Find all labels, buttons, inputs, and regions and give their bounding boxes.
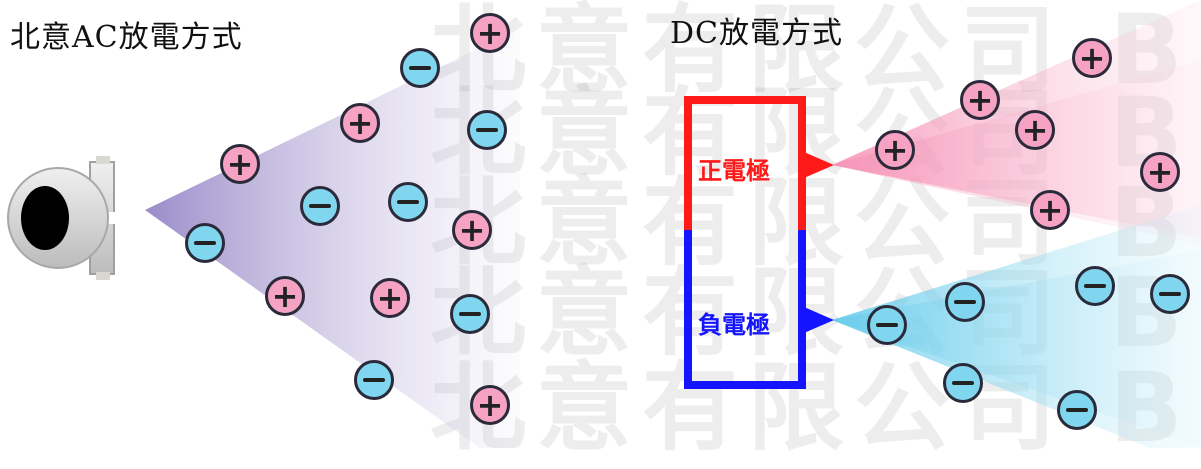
negative-ion-icon	[1150, 274, 1190, 314]
negative-ion-icon	[1057, 390, 1097, 430]
negative-ion-icon	[450, 294, 490, 334]
positive-ion-icon: +	[1140, 152, 1180, 192]
positive-ion-beam-lower	[832, 60, 1201, 245]
negative-ion-icon	[354, 360, 394, 400]
positive-ion-icon: +	[960, 80, 1000, 120]
positive-ion-icon: +	[1015, 110, 1055, 150]
minus-sign	[876, 323, 898, 327]
positive-ion-icon: +	[1030, 190, 1070, 230]
minus-sign	[194, 241, 216, 245]
positive-ion-icon: +	[220, 144, 260, 184]
minus-sign	[1159, 292, 1181, 296]
negative-emitter-arrow	[804, 307, 834, 333]
positive-ion-icon: +	[452, 210, 492, 250]
dc-method-title: DC放電方式	[670, 16, 844, 51]
minus-sign	[476, 128, 498, 132]
negative-ion-icon	[300, 186, 340, 226]
minus-sign	[459, 312, 481, 316]
positive-ion-icon: +	[265, 276, 305, 316]
ac-ion-beam	[145, 28, 520, 448]
negative-ion-icon	[943, 363, 983, 403]
negative-ion-icon	[388, 182, 428, 222]
positive-ion-icon: +	[1072, 38, 1112, 78]
minus-sign	[954, 300, 976, 304]
negative-electrode-label: 負電極	[698, 311, 770, 339]
ac-method-title: 北意AC放電方式	[10, 20, 243, 55]
negative-ion-icon	[867, 305, 907, 345]
diagram-canvas	[7, 0, 1201, 448]
positive-ion-icon: +	[340, 103, 380, 143]
negative-ion-icon	[467, 110, 507, 150]
minus-sign	[363, 378, 385, 382]
minus-sign	[309, 204, 331, 208]
minus-sign	[409, 66, 431, 70]
negative-ion-icon	[400, 48, 440, 88]
positive-ion-icon: +	[370, 278, 410, 318]
negative-ion-icon	[185, 223, 225, 263]
positive-ion-icon: +	[875, 130, 915, 170]
negative-ion-icon	[1075, 266, 1115, 306]
positive-emitter-arrow	[804, 152, 834, 178]
minus-sign	[397, 200, 419, 204]
minus-sign	[1066, 408, 1088, 412]
minus-sign	[1084, 284, 1106, 288]
positive-electrode-label: 正電極	[698, 157, 770, 185]
dc-electrode-box	[684, 96, 834, 389]
minus-sign	[952, 381, 974, 385]
positive-ion-icon: +	[470, 13, 510, 53]
positive-ion-icon: +	[470, 385, 510, 425]
ac-emitter-icon	[7, 156, 118, 280]
negative-ion-icon	[945, 282, 985, 322]
